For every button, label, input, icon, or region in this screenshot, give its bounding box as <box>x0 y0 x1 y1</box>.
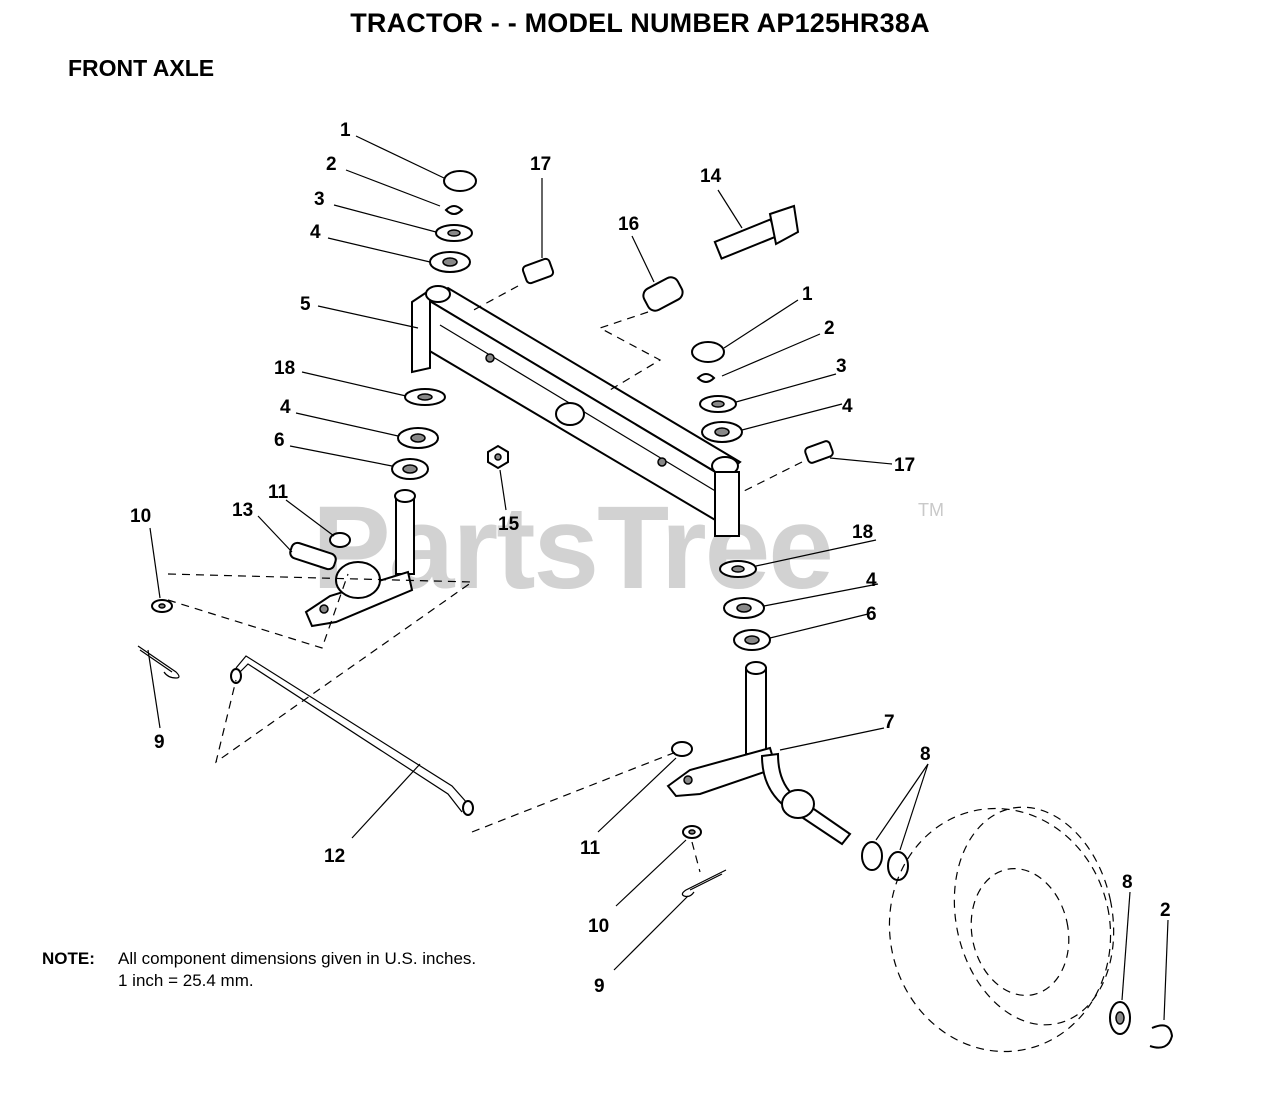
left-spindle-assembly <box>289 388 446 628</box>
right-spindle-assembly <box>666 560 852 846</box>
right-upper-hardware <box>691 341 834 464</box>
callout-labels: 1 2 3 4 5 17 16 14 1 2 3 4 17 18 4 6 15 … <box>130 120 1171 997</box>
callout-8: 8 <box>920 744 931 765</box>
small-hardware <box>151 444 702 839</box>
callout-6: 6 <box>274 430 285 451</box>
left-upper-hardware <box>429 170 477 273</box>
callout-16: 16 <box>618 214 639 235</box>
callout-15: 15 <box>498 514 520 535</box>
callout-12: 12 <box>324 846 345 867</box>
callout-4: 4 <box>866 570 877 591</box>
cotter-pins <box>137 645 727 898</box>
callout-10: 10 <box>130 506 151 527</box>
callout-1: 1 <box>802 284 813 305</box>
note-label: NOTE: <box>42 949 95 968</box>
callout-4: 4 <box>280 397 291 418</box>
callout-13: 13 <box>232 500 253 521</box>
callout-17: 17 <box>894 455 915 476</box>
callout-9: 9 <box>154 732 165 753</box>
callout-11: 11 <box>268 482 289 503</box>
callout-2: 2 <box>1160 900 1171 921</box>
callout-4: 4 <box>842 396 853 417</box>
callout-5: 5 <box>300 294 311 315</box>
section-subtitle: FRONT AXLE <box>68 55 215 81</box>
note-line-1: All component dimensions given in U.S. i… <box>118 949 477 968</box>
callout-1: 1 <box>340 120 351 141</box>
note-line-2: 1 inch = 25.4 mm. <box>118 971 254 990</box>
callout-9: 9 <box>594 976 605 997</box>
callout-7: 7 <box>884 712 895 733</box>
wheel-assembly <box>861 806 1174 1053</box>
callout-18: 18 <box>852 522 873 543</box>
upper-fittings <box>521 204 800 312</box>
assembly-guide-lines <box>167 285 803 873</box>
callout-8: 8 <box>1122 872 1133 893</box>
callout-14: 14 <box>700 166 722 187</box>
leader-lines <box>147 135 1169 1021</box>
callout-4: 4 <box>310 222 321 243</box>
callout-3: 3 <box>314 189 325 210</box>
drag-link <box>230 655 474 816</box>
page-title: TRACTOR - - MODEL NUMBER AP125HR38A <box>350 8 930 38</box>
axle-beam <box>411 285 742 537</box>
callout-17: 17 <box>530 154 551 175</box>
callout-10: 10 <box>588 916 609 937</box>
callout-18: 18 <box>274 358 295 379</box>
callout-3: 3 <box>836 356 847 377</box>
callout-2: 2 <box>824 318 835 339</box>
dimension-note: NOTE: All component dimensions given in U… <box>42 948 476 992</box>
callout-11: 11 <box>580 838 601 859</box>
watermark-trademark: TM <box>918 500 944 520</box>
callout-6: 6 <box>866 604 877 625</box>
callout-2: 2 <box>326 154 337 175</box>
